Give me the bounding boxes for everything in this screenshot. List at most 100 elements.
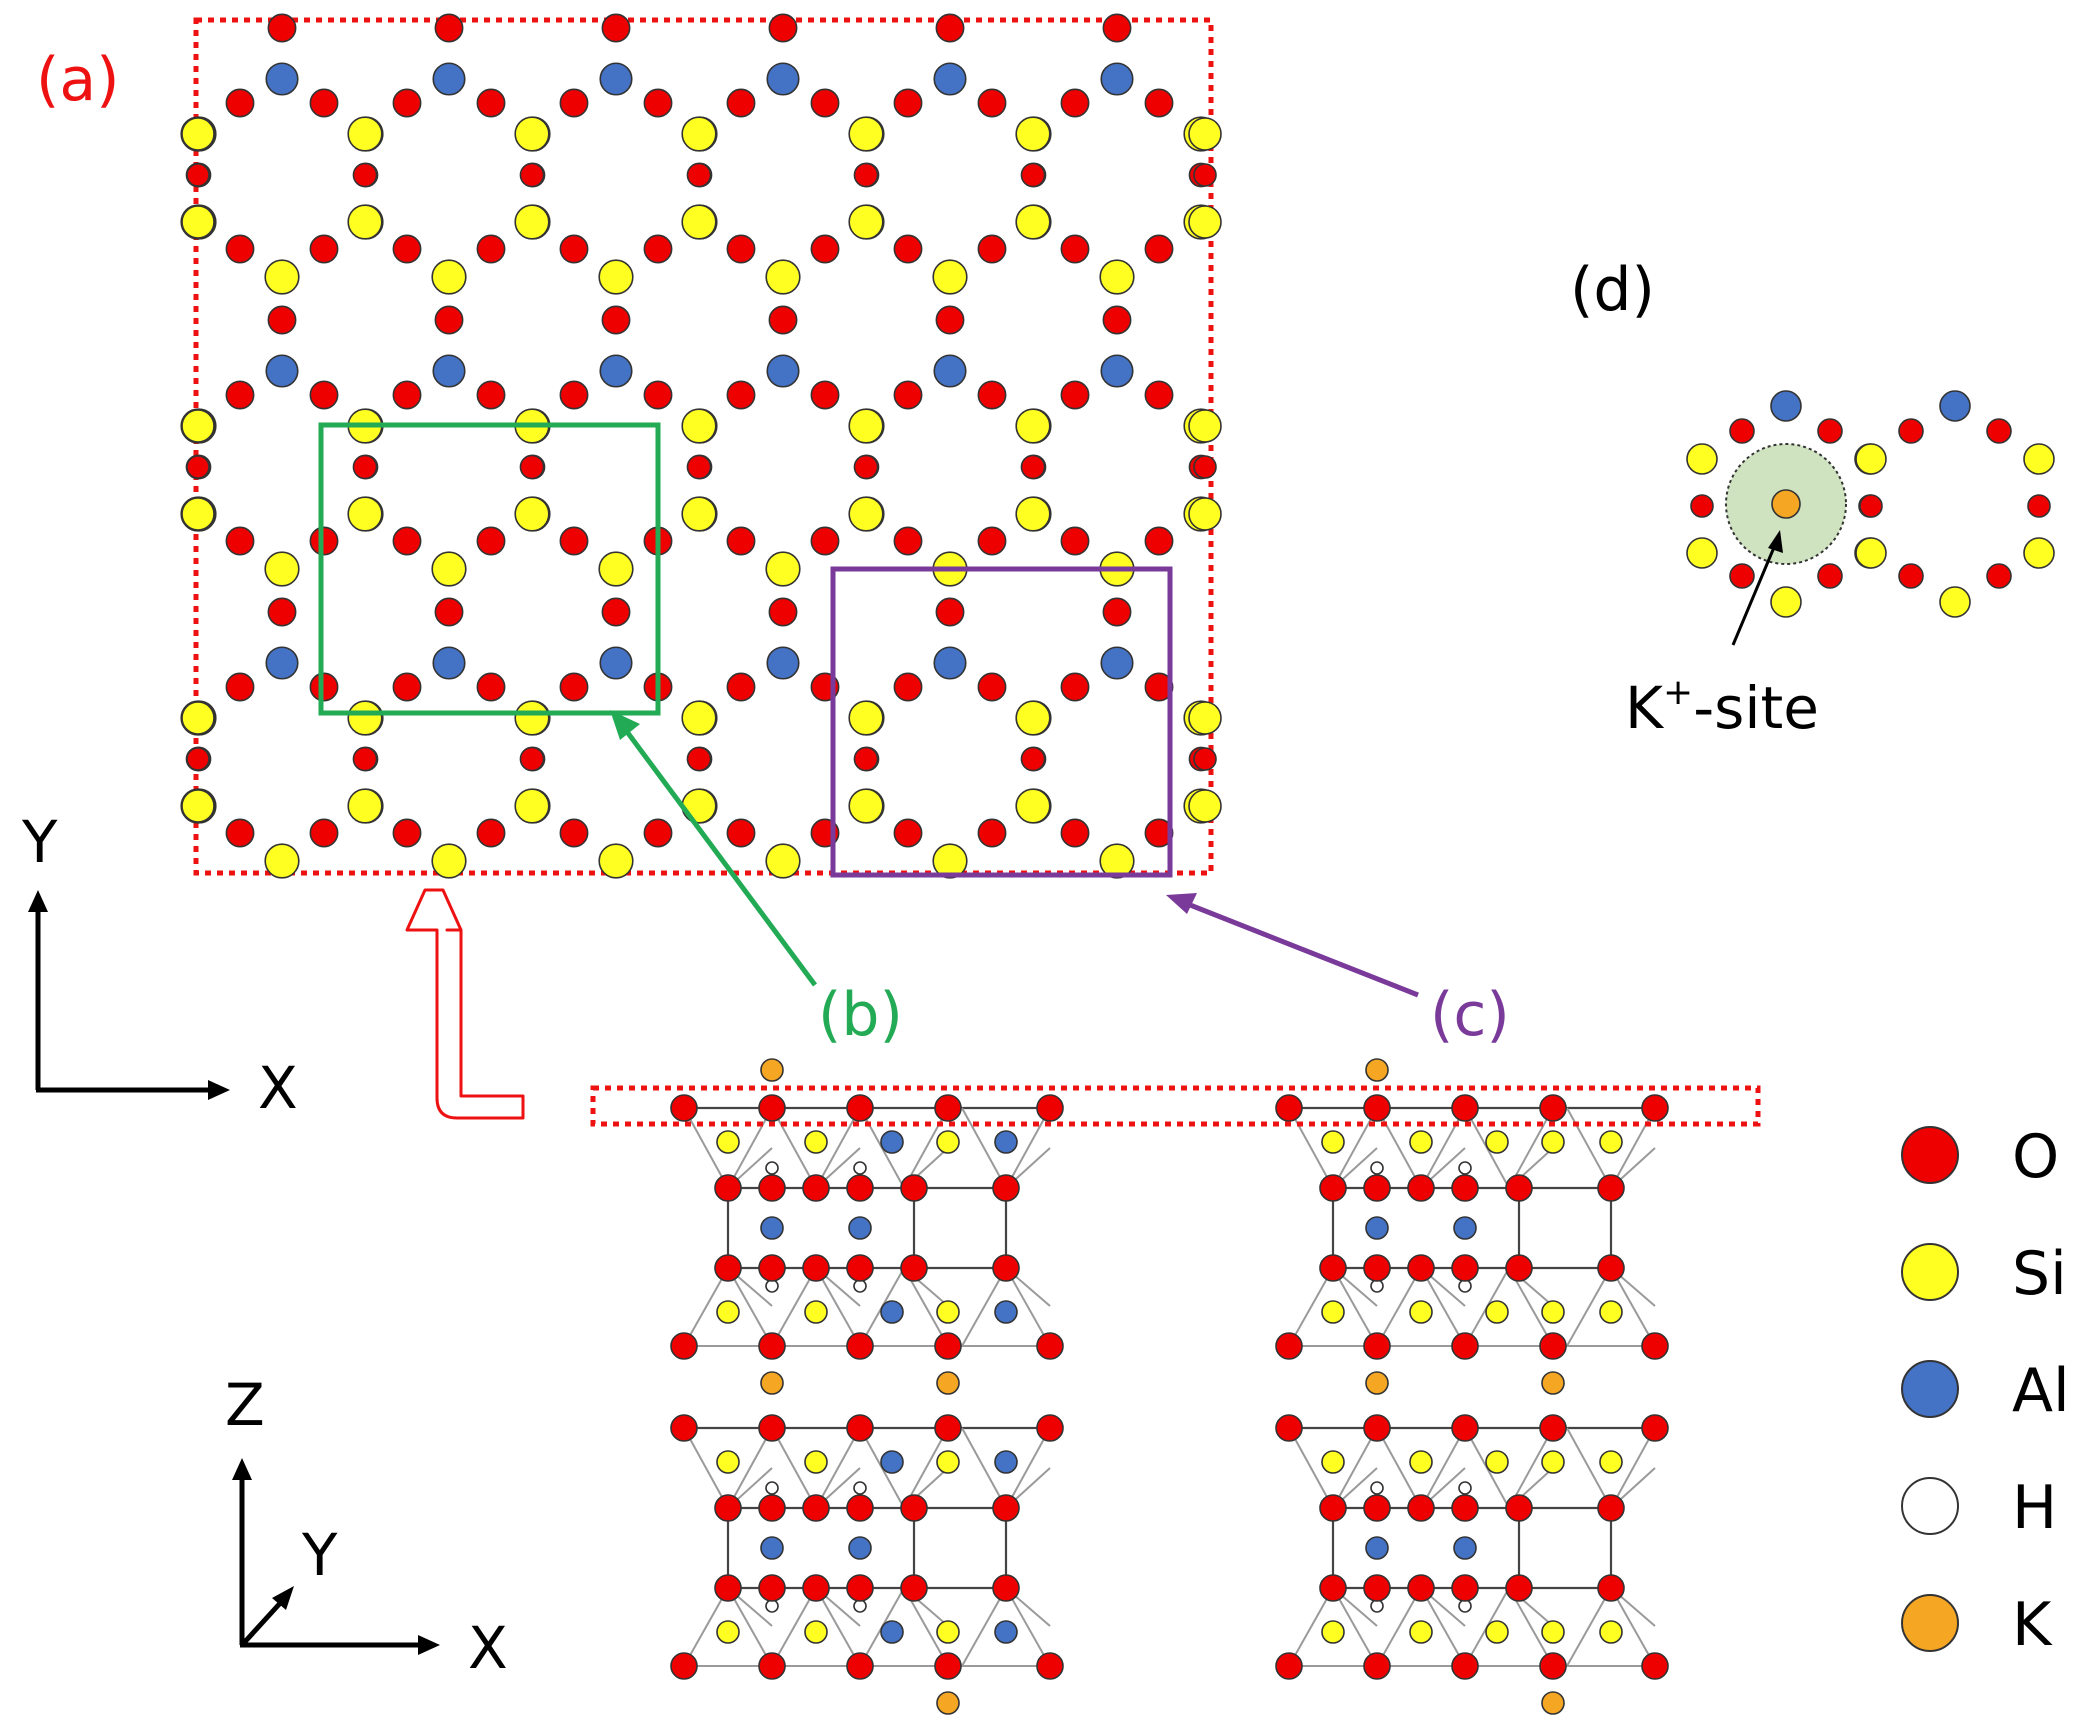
- atom-o: [225, 380, 255, 410]
- atom-al: [848, 1536, 872, 1560]
- atom-si: [1409, 1130, 1433, 1154]
- bond: [683, 1427, 729, 1509]
- atom-o: [267, 13, 297, 43]
- atom-o: [846, 1254, 874, 1282]
- atom-o: [758, 1414, 786, 1442]
- atom-si: [1099, 259, 1135, 295]
- atom-o: [935, 305, 965, 335]
- atom-o: [893, 818, 923, 848]
- atom-o: [686, 746, 712, 772]
- bond: [727, 1107, 773, 1189]
- atom-o: [559, 234, 589, 264]
- atom-o: [846, 1652, 874, 1680]
- atom-o: [1060, 672, 1090, 702]
- atom-si: [264, 551, 300, 587]
- atom-h: [765, 1161, 779, 1175]
- atom-o: [1363, 1094, 1391, 1122]
- atom-o: [1505, 1494, 1533, 1522]
- atom-si: [936, 1130, 960, 1154]
- atom-al: [432, 62, 466, 96]
- atom-o: [726, 88, 756, 118]
- atom-o: [1451, 1332, 1479, 1360]
- atom-o: [1144, 818, 1174, 848]
- atom-o: [225, 88, 255, 118]
- atom-si: [932, 843, 968, 879]
- atom-o: [559, 380, 589, 410]
- atom-o: [670, 1094, 698, 1122]
- atom-al: [848, 1216, 872, 1240]
- atom-o: [186, 455, 210, 479]
- atom-o: [802, 1174, 830, 1202]
- atom-si: [181, 497, 215, 531]
- atom-o: [1505, 1254, 1533, 1282]
- atom-o: [309, 818, 339, 848]
- legend-label-al: Al: [2012, 1356, 2070, 1426]
- panel-b-label: (b): [818, 980, 903, 1050]
- atom-o: [977, 672, 1007, 702]
- atom-si: [681, 204, 717, 240]
- atom-h: [1370, 1279, 1384, 1293]
- atom-o: [1597, 1494, 1625, 1522]
- atom-si: [681, 116, 717, 152]
- atom-si: [431, 259, 467, 295]
- atom-o: [1102, 13, 1132, 43]
- atom-si: [848, 408, 884, 444]
- atom-o: [1060, 818, 1090, 848]
- axis-x2-label: X: [468, 1614, 508, 1682]
- atom-si: [431, 551, 467, 587]
- axis-x-label: X: [258, 1054, 298, 1122]
- atom-o: [900, 1574, 928, 1602]
- atom-o: [1641, 1094, 1669, 1122]
- panel-d-label: (d): [1570, 255, 1655, 325]
- atom-si: [598, 843, 634, 879]
- atom-o: [601, 13, 631, 43]
- bond: [1420, 1267, 1466, 1347]
- atom-o: [670, 1332, 698, 1360]
- atom-o: [1898, 418, 1924, 444]
- atom-o: [186, 747, 210, 771]
- bond: [1288, 1587, 1334, 1667]
- atom-o: [1060, 88, 1090, 118]
- atom-si: [932, 259, 968, 295]
- atom-si: [598, 259, 634, 295]
- bond: [1376, 1587, 1422, 1667]
- atom-si: [1188, 117, 1222, 151]
- atom-h: [765, 1599, 779, 1613]
- atom-al: [994, 1450, 1018, 1474]
- atom-al: [1453, 1216, 1477, 1240]
- atom-o: [934, 1094, 962, 1122]
- atom-o: [1020, 746, 1046, 772]
- atom-si: [848, 496, 884, 532]
- atom-o: [934, 1652, 962, 1680]
- atom-o: [519, 454, 545, 480]
- bond: [1420, 1107, 1466, 1189]
- panel-d-k-site: [1686, 390, 2055, 618]
- atom-si: [848, 204, 884, 240]
- atom-si: [765, 843, 801, 879]
- atom-si: [347, 496, 383, 532]
- atom-o: [643, 380, 673, 410]
- bond: [961, 1267, 1007, 1347]
- atom-o: [643, 818, 673, 848]
- axis-z-label: Z: [225, 1371, 265, 1439]
- atom-si: [804, 1300, 828, 1324]
- atom-o: [1859, 494, 1883, 518]
- atom-o: [893, 88, 923, 118]
- atom-al: [880, 1620, 904, 1644]
- atom-o: [992, 1254, 1020, 1282]
- bond: [1610, 1587, 1656, 1667]
- atom-al: [1100, 354, 1134, 388]
- atom-o: [1539, 1652, 1567, 1680]
- atom-si: [681, 496, 717, 532]
- atom-o: [977, 526, 1007, 556]
- atom-o: [1102, 597, 1132, 627]
- atom-si: [936, 1450, 960, 1474]
- atom-al: [933, 354, 967, 388]
- atom-si: [1099, 843, 1135, 879]
- atom-o: [1407, 1254, 1435, 1282]
- atom-si: [1686, 443, 1718, 475]
- atom-al: [1365, 1216, 1389, 1240]
- atom-o: [977, 818, 1007, 848]
- atom-o: [768, 597, 798, 627]
- atom-o: [1817, 563, 1843, 589]
